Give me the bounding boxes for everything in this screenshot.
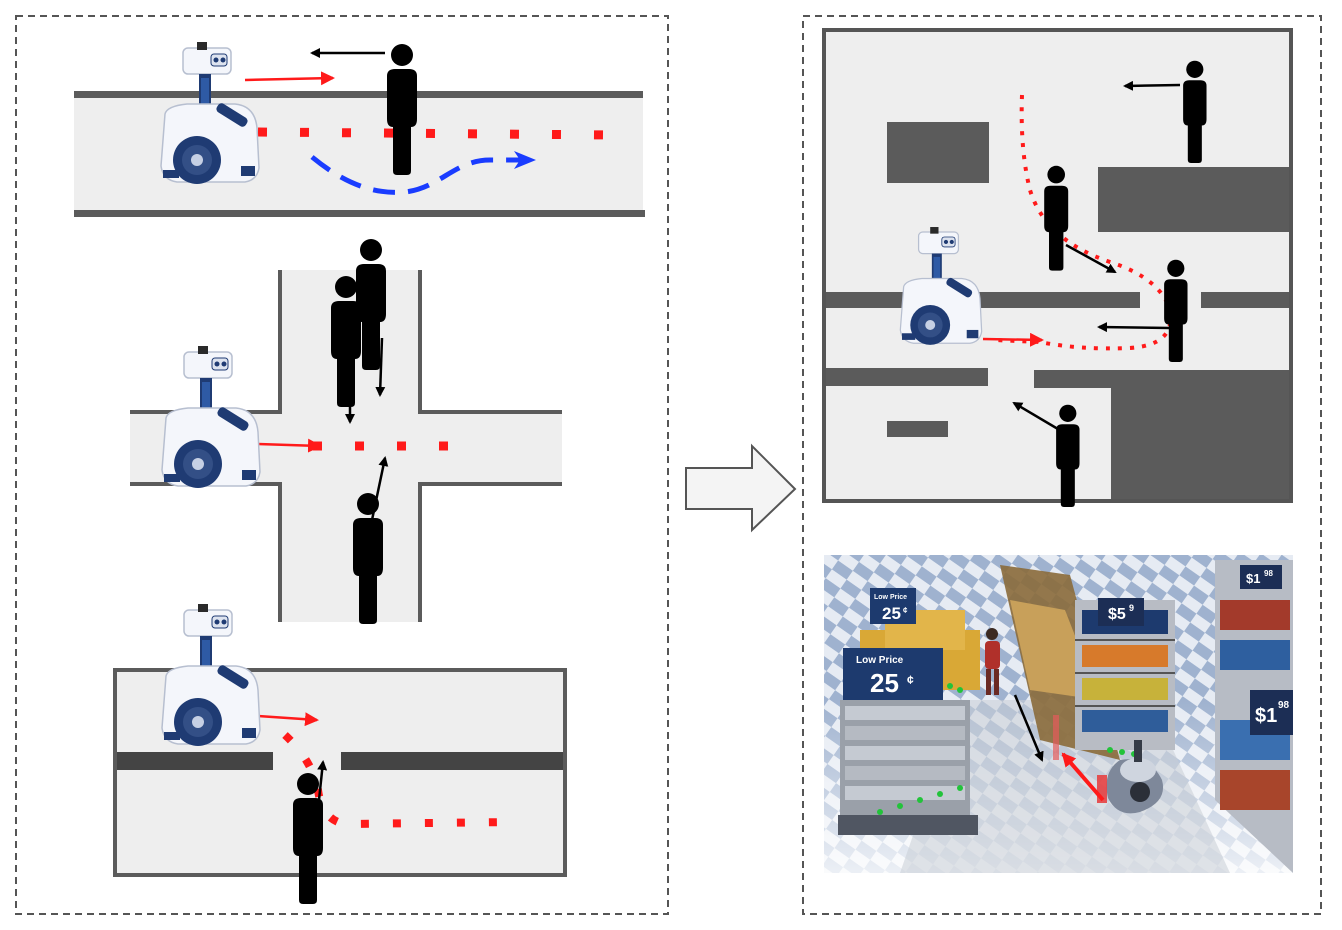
price-sign-large: 25 — [870, 668, 899, 698]
door-wall-right — [341, 752, 563, 770]
door-wall-left — [117, 752, 273, 770]
mobile-robot-icon — [160, 41, 260, 185]
scenario-doorway — [113, 603, 567, 904]
map-wall — [826, 292, 1140, 308]
robot-path-dotted — [257, 127, 616, 140]
pedestrian-heading-arrow — [1012, 401, 1064, 434]
map-obstacle — [887, 421, 948, 437]
right-panel: $5 9 $1 98 $1 98 — [802, 15, 1322, 915]
environment-map — [822, 28, 1293, 507]
map-wall — [826, 368, 988, 386]
robot-heading-arrow — [257, 712, 319, 727]
right-panel-border — [802, 15, 1322, 915]
simulated-robot — [1053, 715, 1164, 814]
intersection-floor — [130, 270, 562, 622]
scenario-intersection — [130, 239, 562, 624]
price-sign-small: 98 — [1264, 569, 1273, 578]
price-sign-unit: ¢ — [903, 606, 908, 615]
price-sign — [870, 588, 916, 624]
pedestrian-heading-arrow — [1097, 322, 1171, 333]
robot-heading-arrow — [1061, 752, 1105, 802]
pedestrian-heading-arrow — [1013, 694, 1044, 762]
pedestrian-heading-arrow — [375, 337, 386, 397]
scenario-corridor-encounter — [74, 41, 645, 217]
mobile-robot-icon — [161, 345, 261, 489]
left-panel — [15, 15, 669, 915]
price-sign-large: 25 — [882, 604, 901, 623]
mobile-robot-icon — [161, 603, 261, 747]
simulation-render: $5 9 $1 98 $1 98 — [824, 555, 1293, 873]
price-sign — [843, 648, 943, 700]
store-shelf: $1 98 $1 98 — [1215, 560, 1293, 873]
map-wall — [1201, 292, 1289, 308]
corridor-wall-top — [74, 91, 643, 98]
robot-heading-arrow — [982, 332, 1044, 347]
right-arrow-icon — [685, 443, 797, 533]
robot-path-dotted — [282, 732, 516, 829]
pedestrian-heading-arrow — [1123, 80, 1181, 91]
map-wall — [1034, 370, 1112, 388]
robot-heading-arrow — [244, 71, 335, 86]
corridor-wall-bottom — [74, 210, 645, 217]
store-shelf: $5 9 — [1075, 598, 1175, 750]
simulated-pedestrian — [985, 628, 1000, 695]
intersection-wall-ne — [418, 270, 562, 414]
intersection-wall-sw — [130, 482, 282, 622]
left-panel-border — [15, 15, 669, 915]
price-sign-large: $1 — [1246, 571, 1260, 586]
room-floor — [113, 668, 567, 877]
price-sign-unit: ¢ — [907, 673, 914, 687]
price-sign-large: $1 — [1255, 705, 1277, 727]
pallet-display: Low Price 25 ¢ Low Price 25 ¢ — [838, 588, 980, 835]
price-sign-caption: Low Price — [856, 655, 904, 666]
price-sign-caption: Low Price — [874, 594, 907, 601]
price-sign-large: $5 — [1108, 606, 1126, 623]
pedestrian-heading-arrow — [1065, 243, 1117, 274]
price-sign-small: 98 — [1278, 700, 1290, 711]
intersection-wall-se — [418, 482, 562, 622]
robot-heading-arrow — [257, 438, 322, 453]
corridor-floor — [74, 93, 643, 215]
price-sign-small: 9 — [1129, 603, 1134, 613]
map-obstacle — [887, 122, 989, 183]
map-obstacle — [1111, 370, 1289, 499]
map-obstacle — [1098, 167, 1289, 232]
